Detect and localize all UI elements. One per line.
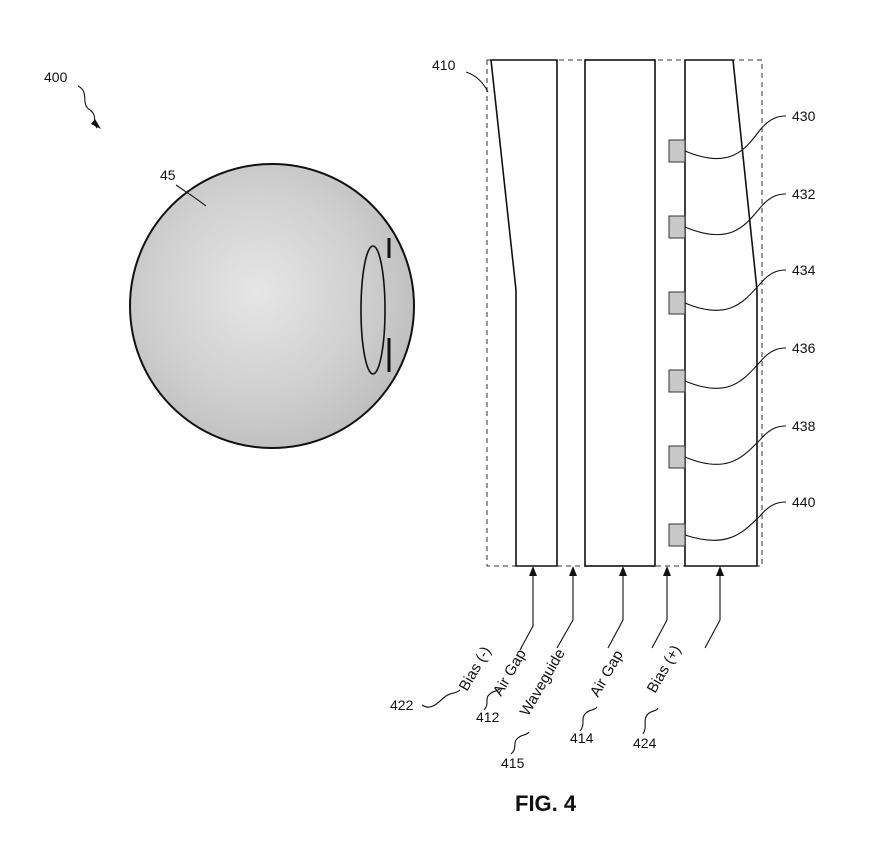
ref-410: 410: [432, 57, 456, 73]
ref-422: 422: [390, 697, 414, 713]
ref-436: 436: [792, 340, 816, 356]
arrowhead-waveguide: [619, 566, 627, 576]
ref-432: 432: [792, 186, 816, 202]
shaft-air-gap-1: [556, 576, 574, 649]
electrode-pad-436: [668, 369, 686, 393]
ref-400: 400: [44, 69, 68, 85]
label-air-gap-2: Air Gap: [587, 647, 627, 700]
electrode-pad-430: [668, 139, 686, 163]
eye-circle: [129, 163, 415, 449]
figure-caption: FIG. 4: [515, 791, 577, 816]
ref-424-leader: [642, 707, 659, 735]
ref-440: 440: [792, 494, 816, 510]
shaft-bias-negative: [519, 576, 534, 651]
ref-45: 45: [160, 167, 176, 183]
ref-412-leader: [483, 687, 501, 711]
ref-414-leader: [579, 706, 598, 732]
electrode-pad-440: [668, 523, 686, 547]
ref-424: 424: [633, 735, 657, 751]
ref-438-leader: [684, 425, 787, 465]
ref-414: 414: [570, 730, 594, 746]
ref-422-leader: [421, 689, 461, 708]
assembly-outline: [486, 59, 763, 567]
electrode-pad-438: [668, 445, 686, 469]
arrowhead-bias-positive: [716, 566, 724, 576]
ref-430-leader: [684, 115, 787, 160]
bias-negative-layer: [490, 59, 558, 567]
ref-415-leader: [510, 731, 530, 755]
ref-415: 415: [501, 755, 525, 771]
electrode-pad-432: [668, 215, 686, 239]
ref-434: 434: [792, 262, 816, 278]
arrowhead-air-gap-1: [569, 566, 577, 576]
arrowhead-bias-negative: [529, 566, 537, 576]
ref-440-leader: [684, 501, 787, 541]
eye-lens: [360, 245, 386, 375]
ref-410-leader: [465, 71, 489, 93]
shaft-waveguide: [607, 576, 624, 649]
ref-430: 430: [792, 108, 816, 124]
label-bias-negative: Bias (-): [456, 644, 495, 694]
ref-45-leader: [175, 184, 207, 207]
arrowhead-air-gap-2: [663, 566, 671, 576]
ref-434-leader: [684, 269, 787, 311]
ref-436-leader: [684, 347, 787, 389]
bias-positive-layer: [684, 59, 758, 567]
layer-arrows: [529, 566, 724, 576]
electrode-pad-434: [668, 291, 686, 315]
waveguide-layer: [584, 59, 656, 567]
ref-432-leader: [684, 193, 787, 236]
ref-438: 438: [792, 418, 816, 434]
ref-400-arrowhead: [91, 119, 101, 129]
label-bias-positive: Bias (+): [644, 642, 685, 696]
shaft-bias-positive: [704, 576, 721, 649]
shaft-air-gap-2: [651, 576, 668, 649]
ref-412: 412: [476, 709, 500, 725]
